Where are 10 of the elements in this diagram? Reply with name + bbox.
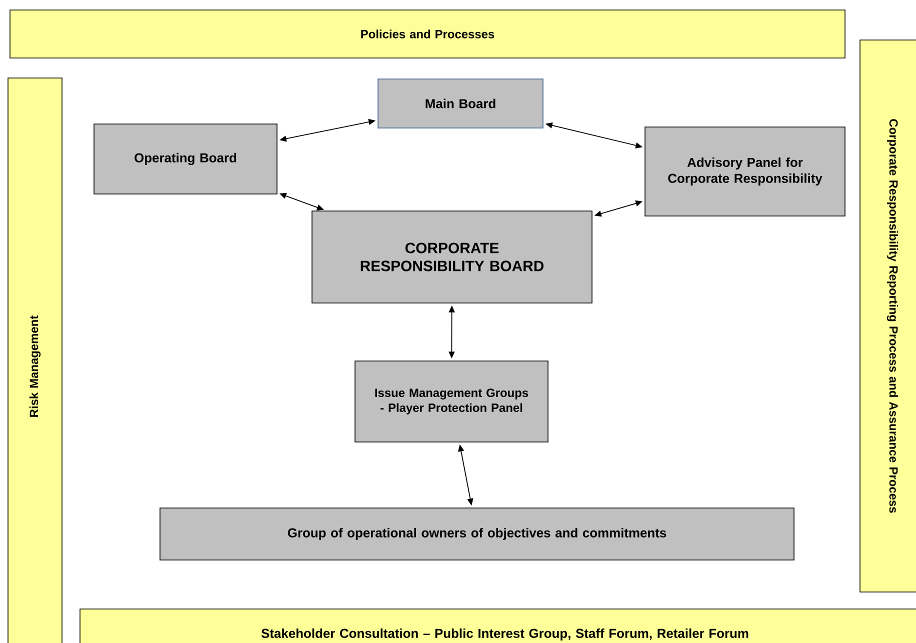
band-box: Corporate Responsibility Reporting Process and Assurance Process (860, 40, 916, 592)
group-box: Issue Management Groups - Player Protection Panel (354, 360, 548, 442)
board-box: Main Board (378, 78, 544, 128)
group-box: Group of operational owners of objectives and commitments (160, 508, 794, 560)
board-box: Operating Board (94, 124, 278, 194)
band-box: Policies and Processes (10, 10, 846, 58)
band-box: Stakeholder Consultation – Public Interest Group, Staff Forum, Retailer Forum (80, 608, 916, 643)
panel-box: Advisory Panel for Corporate Responsibility (644, 126, 846, 216)
board-box: CORPORATE RESPONSIBILITY BOARD (312, 210, 592, 304)
band-box: Risk Management (8, 78, 62, 643)
